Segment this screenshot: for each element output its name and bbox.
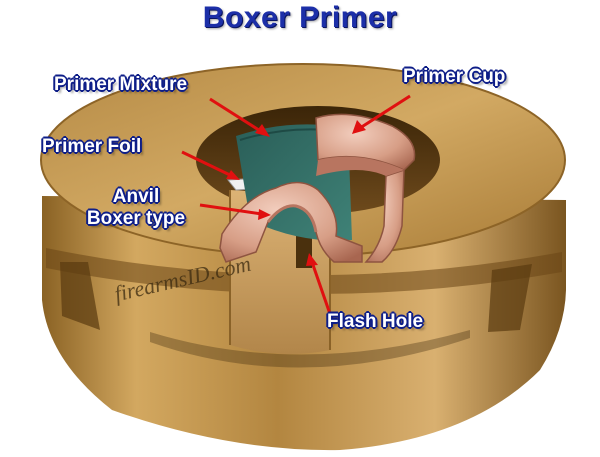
label-anvil-line1: Anvil <box>112 186 160 207</box>
label-primer-foil: Primer Foil <box>42 136 142 157</box>
primer-cup <box>315 113 416 263</box>
label-primer-cup: Primer Cup <box>403 66 506 87</box>
label-anvil-line2: Boxer type <box>86 208 186 229</box>
label-flash-hole: Flash Hole <box>327 311 424 332</box>
brass-casing <box>40 63 566 451</box>
label-primer-mixture: Primer Mixture <box>54 74 188 95</box>
label-anvil: Anvil Boxer type <box>68 186 204 230</box>
callout-arrows <box>181 94 411 315</box>
anvil <box>219 181 363 263</box>
diagram-title: Boxer Primer <box>202 1 398 34</box>
